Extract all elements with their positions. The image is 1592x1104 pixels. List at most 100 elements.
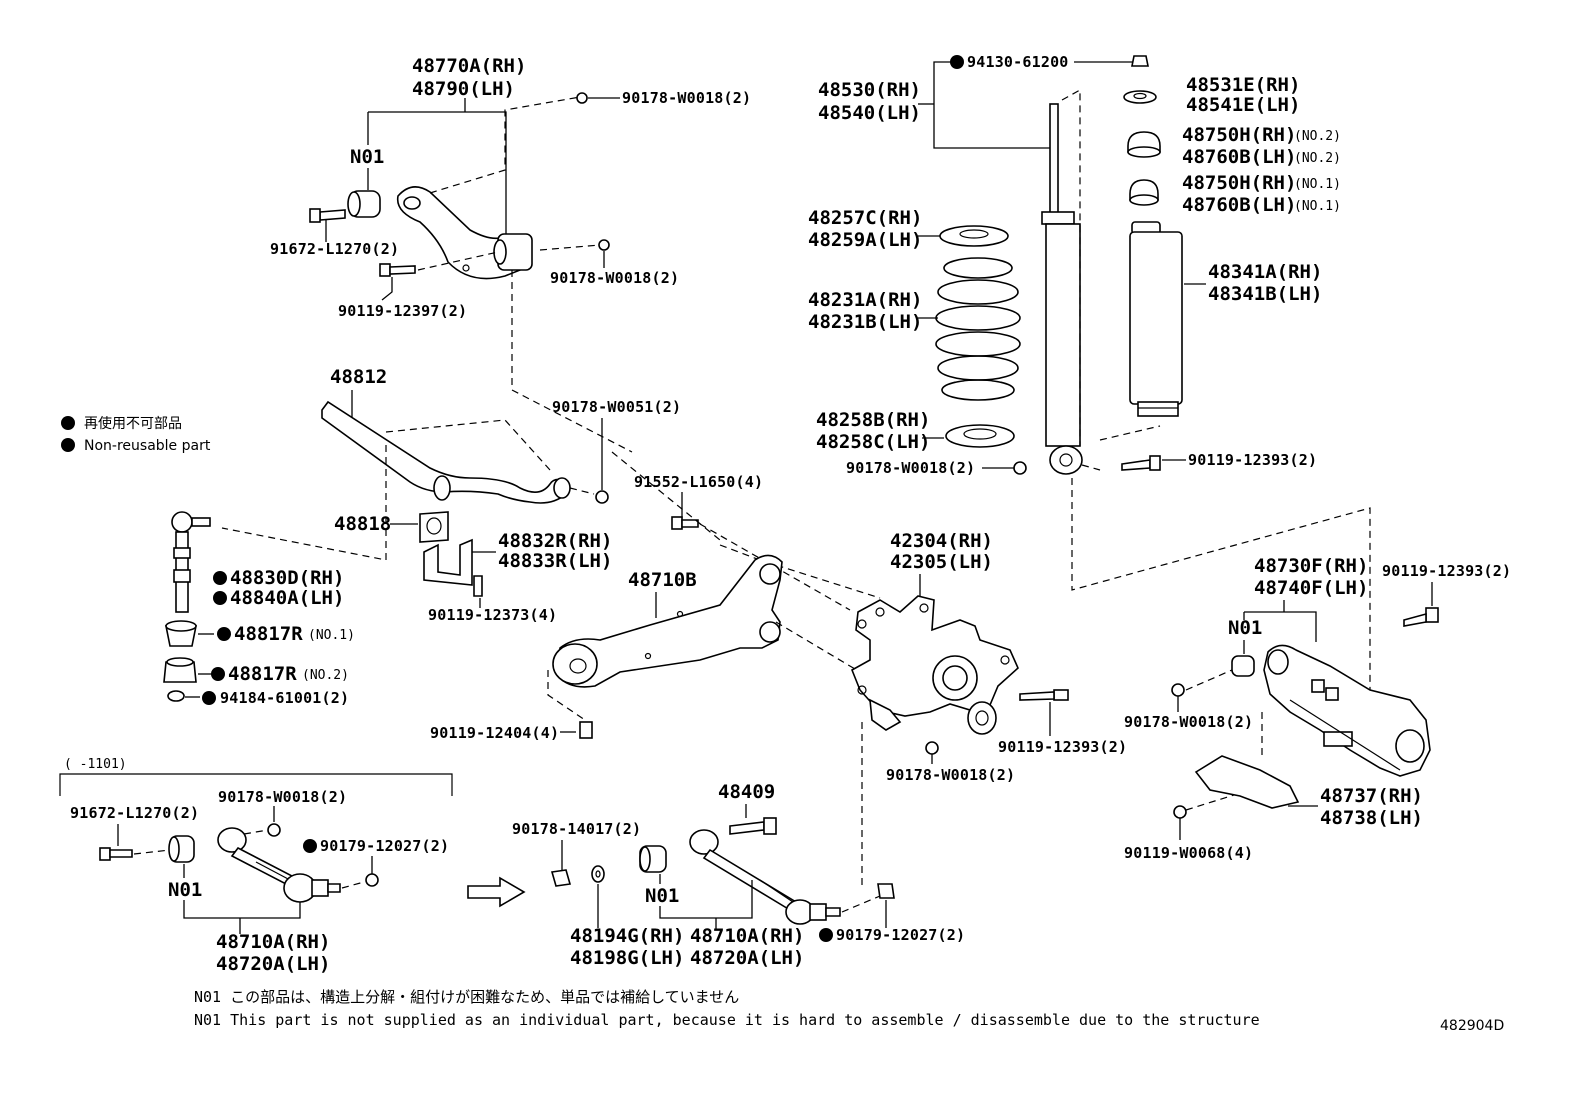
label-48770a: 48770A(RH) xyxy=(412,55,526,77)
label-90178-carrier: 90178-W0018(2) xyxy=(886,766,1015,784)
label-48750h-no1: 48750H(RH) xyxy=(1182,172,1296,194)
nut-94130 xyxy=(1131,55,1149,67)
carrier-bushing xyxy=(967,701,997,735)
diagram-id: 482904D xyxy=(1440,1018,1504,1034)
label-90119-12373: 90119-12373(4) xyxy=(428,606,557,624)
label-90119-w0068: 90119-W0068(4) xyxy=(1124,844,1253,862)
label-48740f: 48740F(LH) xyxy=(1254,577,1368,599)
carrier-group: 42304(RH) 42305(LH) 90119-12393(2) 90178… xyxy=(850,530,1127,890)
nut-90178-bottom xyxy=(267,823,281,837)
bracket-48832r xyxy=(423,538,473,586)
label-no2-suffix-cushion: (NO.2) xyxy=(302,668,349,683)
nut-90178-right xyxy=(1171,683,1185,697)
shock-body xyxy=(1045,223,1081,447)
label-n01-left: N01 xyxy=(168,879,202,901)
arm-48710a-left-rod xyxy=(230,846,294,886)
label-48832r: 48832R(RH) xyxy=(498,530,612,552)
mount-parts-group: 48531E(RH) 48541E(LH) 48750H(RH) (NO.2) … xyxy=(1123,74,1341,417)
label-48194g: 48194G(RH) xyxy=(570,925,684,947)
shock-absorber-group: 94130-61200 48530(RH) 48540(LH) 90178-W0… xyxy=(818,53,1371,720)
stabilizer-group: 48812 90178-W0051(2) 48818 48832R(RH) 48… xyxy=(221,366,681,624)
label-48341b: 48341B(LH) xyxy=(1208,283,1322,305)
label-no2-suffix-b: (NO.2) xyxy=(1294,151,1341,166)
label-48730f: 48730F(RH) xyxy=(1254,555,1368,577)
label-48231b: 48231B(LH) xyxy=(808,311,922,333)
label-48760b-no1: 48760B(LH) xyxy=(1182,194,1296,216)
bolt-48409 xyxy=(729,821,765,835)
label-n01-upper: N01 xyxy=(350,146,384,168)
label-n01-right: N01 xyxy=(645,885,679,907)
bolt-90119-w0068 xyxy=(1173,805,1187,819)
label-48531e: 48531E(RH) xyxy=(1186,74,1300,96)
label-48720a-left: 48720A(LH) xyxy=(216,953,330,975)
label-90179-left: 90179-12027(2) xyxy=(320,837,449,855)
label-48231a: 48231A(RH) xyxy=(808,289,922,311)
label-91672-bottom: 91672-L1270(2) xyxy=(70,804,199,822)
nut-90178-w0051 xyxy=(595,490,609,504)
shock-eye xyxy=(1049,445,1083,475)
coil-spring xyxy=(935,257,1021,401)
note-jp: N01 この部品は、構造上分解・組付けが困難なため、単品では補給していません xyxy=(194,988,739,1006)
label-90178-14017: 90178-14017(2) xyxy=(512,820,641,838)
label-48710b: 48710B xyxy=(628,569,697,591)
legend-dot-2 xyxy=(61,438,75,452)
spring-insulator-lower xyxy=(945,424,1015,448)
label-48817r-no1: 48817R xyxy=(234,623,303,645)
legend-en: Non-reusable part xyxy=(84,438,211,454)
lower-arm-48710b-group: 91552-L1650(4) 48710B 90119-12404(4) xyxy=(430,451,881,742)
lower-arm-48710b xyxy=(557,554,783,688)
legend: 再使用不可部品 Non-reusable part xyxy=(61,415,211,454)
label-48540: 48540(LH) xyxy=(818,102,921,124)
label-48750h-no2: 48750H(RH) xyxy=(1182,124,1296,146)
upper-arm-leader xyxy=(367,98,507,236)
label-90179-right: 90179-12027(2) xyxy=(836,926,965,944)
label-90178-bottom: 90178-W0018(2) xyxy=(218,788,347,806)
bolt-90119-12393-right xyxy=(1403,612,1427,627)
label-n01-trailing: N01 xyxy=(1228,617,1262,639)
washer-48194g xyxy=(591,865,605,883)
bolt-90119-12393-shock xyxy=(1121,459,1151,471)
nut-90178-shock xyxy=(1013,461,1027,475)
legend-jp: 再使用不可部品 xyxy=(84,415,182,432)
label-48409: 48409 xyxy=(718,781,775,803)
label-no1-suffix-b: (NO.1) xyxy=(1294,199,1341,214)
bolt-90119-12404 xyxy=(579,721,593,739)
note-en: N01 This part is not supplied as an indi… xyxy=(194,1011,1260,1029)
trailing-arm-group: 48730F(RH) 48740F(LH) 90119-12393(2) N01… xyxy=(1124,555,1511,862)
label-48737: 48737(RH) xyxy=(1320,785,1423,807)
nut-90179-right xyxy=(877,883,895,899)
nut-90178-mid xyxy=(598,239,610,251)
bump-boot xyxy=(1129,231,1183,405)
spring-insulator-upper xyxy=(939,225,1009,247)
label-94184: 94184-61001(2) xyxy=(220,689,349,707)
label-90178-top: 90178-W0018(2) xyxy=(622,89,751,107)
replacement-arrow xyxy=(467,876,526,908)
seat-48531e xyxy=(1123,90,1157,104)
lower-arm-48710a-group: 90178-14017(2) 48194G(RH) 48198G(LH) 484… xyxy=(512,781,965,969)
label-91552: 91552-L1650(4) xyxy=(634,473,763,491)
nut-90178-carrier xyxy=(925,741,939,755)
label-48198g: 48198G(LH) xyxy=(570,947,684,969)
arm-48710a-right-rod xyxy=(702,848,798,912)
bolt-90119-12393-mid xyxy=(1019,691,1055,701)
bolt-90119-12373 xyxy=(473,575,483,597)
bolt-91672-bottom xyxy=(109,849,133,858)
label-48720a-right: 48720A(LH) xyxy=(690,947,804,969)
label-variant-range: ( -1101) xyxy=(64,757,127,772)
bolt-91672-top xyxy=(319,209,346,221)
label-48790: 48790(LH) xyxy=(412,78,515,100)
variant-box: ( -1101) 91672-L1270(2) N01 90178-W0018(… xyxy=(59,757,453,975)
label-90178-shock: 90178-W0018(2) xyxy=(846,459,975,477)
label-48258c: 48258C(LH) xyxy=(816,431,930,453)
label-48710a-left: 48710A(RH) xyxy=(216,931,330,953)
label-48258b: 48258B(RH) xyxy=(816,409,930,431)
arm-48710a-left-end xyxy=(217,827,247,853)
label-90178-right: 90178-W0018(2) xyxy=(1124,713,1253,731)
carrier-body xyxy=(850,595,1019,717)
label-94130: 94130-61200 xyxy=(967,53,1069,71)
label-48833r: 48833R(LH) xyxy=(498,550,612,572)
label-48840a: 48840A(LH) xyxy=(230,587,344,609)
nut-94184 xyxy=(167,690,185,702)
label-48817r-no2: 48817R xyxy=(228,663,297,685)
